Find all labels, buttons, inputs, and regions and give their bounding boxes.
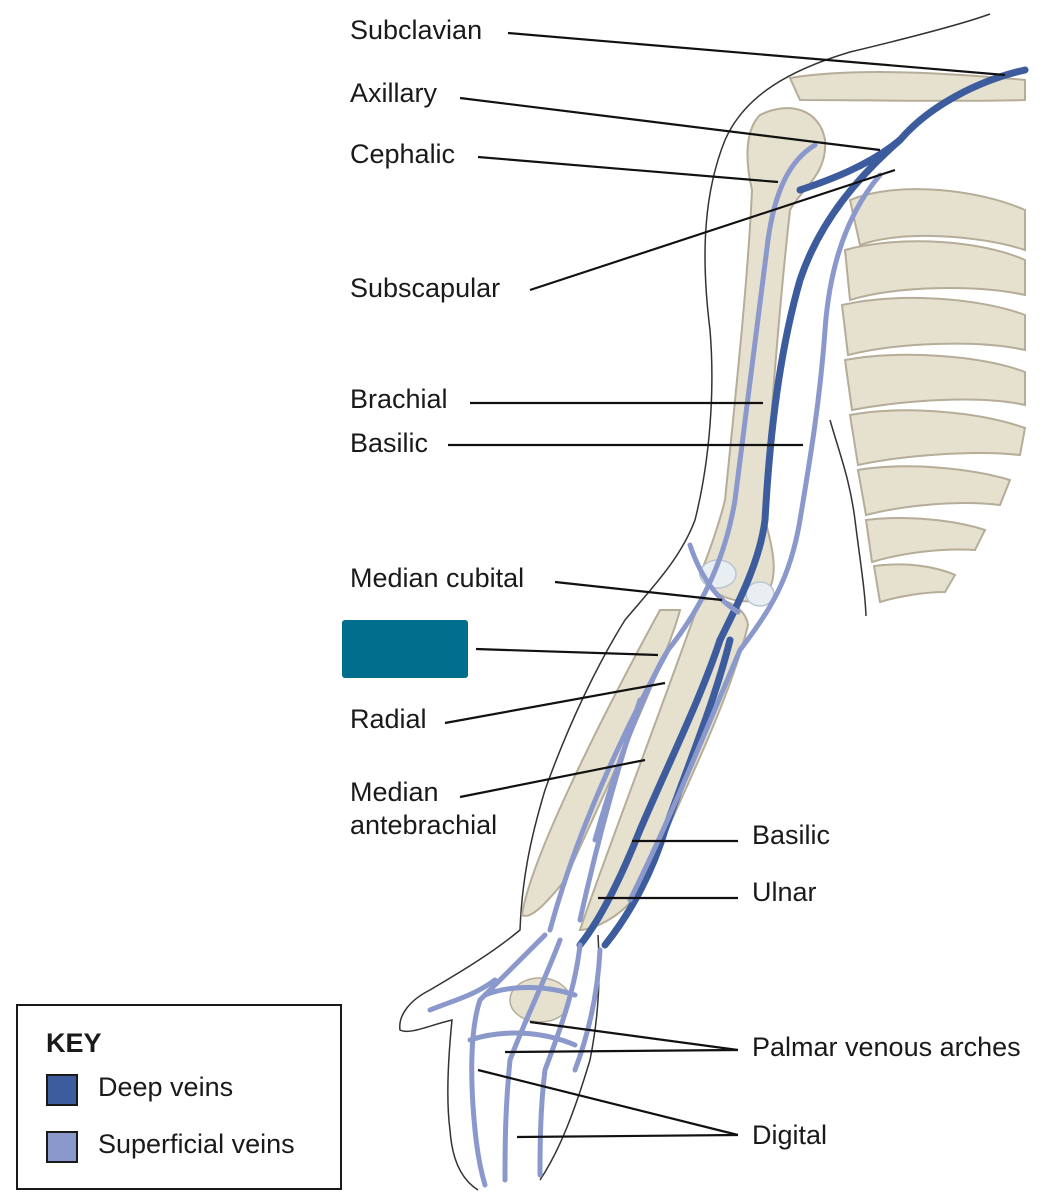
legend-title: KEY bbox=[46, 1028, 102, 1058]
label-median-antebrachial-line2: antebrachial bbox=[350, 810, 498, 840]
superficial-veins-label: Superficial veins bbox=[98, 1129, 295, 1159]
label-cephalic: Cephalic bbox=[350, 139, 456, 169]
label-radial: Radial bbox=[350, 704, 427, 734]
label-palmar-venous-arches: Palmar venous arches bbox=[752, 1032, 1021, 1062]
label-ulnar: Ulnar bbox=[752, 877, 817, 907]
deep-veins-label: Deep veins bbox=[98, 1072, 234, 1102]
label-median-antebrachial-line1: Median bbox=[350, 777, 439, 807]
label-subclavian: Subclavian bbox=[350, 15, 483, 45]
hidden-label-box bbox=[342, 620, 468, 678]
superficial-veins-swatch bbox=[46, 1131, 78, 1163]
deep-veins-swatch bbox=[46, 1074, 78, 1106]
elbow-cartilage bbox=[699, 559, 775, 607]
label-brachial: Brachial bbox=[350, 384, 448, 414]
leader-lines bbox=[444, 31, 1006, 1139]
label-basilic-lower: Basilic bbox=[752, 820, 831, 850]
label-axillary: Axillary bbox=[350, 78, 438, 108]
label-median-cubital: Median cubital bbox=[350, 563, 525, 593]
superficial-veins bbox=[427, 142, 883, 1188]
label-subscapular: Subscapular bbox=[350, 273, 501, 303]
legend-key: KEY Deep veins Superficial veins bbox=[16, 1004, 342, 1190]
label-digital: Digital bbox=[752, 1120, 828, 1150]
label-basilic-upper: Basilic bbox=[350, 428, 429, 458]
